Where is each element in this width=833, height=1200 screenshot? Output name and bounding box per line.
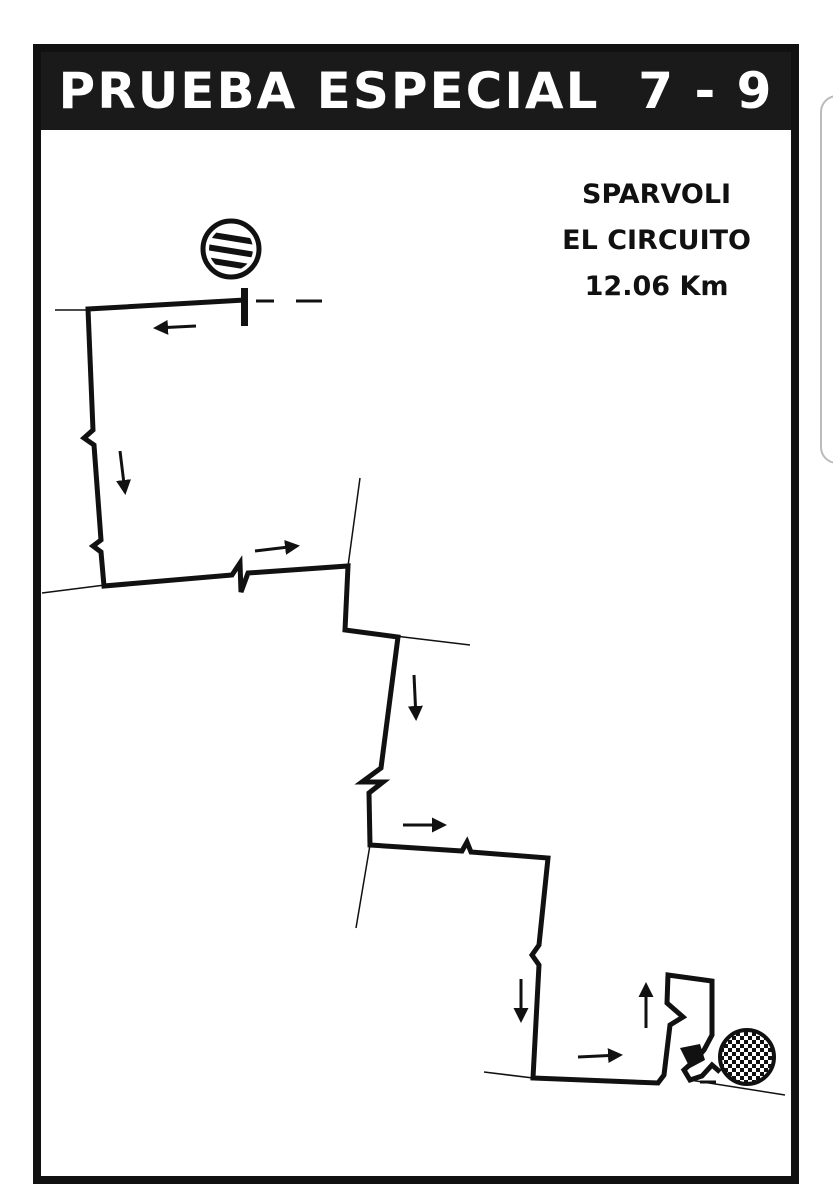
side-road <box>394 635 471 646</box>
stage-route <box>79 297 715 1086</box>
arrow-icon <box>153 319 197 335</box>
side-road <box>355 844 371 929</box>
finish-marker <box>680 1044 705 1068</box>
side-road <box>347 477 361 567</box>
stage-location: SPARVOLI <box>582 179 732 210</box>
arrow-icon <box>254 539 300 555</box>
page-title: PRUEBA ESPECIAL 7 - 9 <box>41 52 791 130</box>
checkered-flag-icon <box>718 1028 776 1086</box>
finish-loop <box>680 1058 722 1084</box>
stage-name: EL CIRCUITO <box>562 225 751 256</box>
arrow-icon <box>407 674 423 721</box>
arrow-icon <box>116 450 131 495</box>
start-control-icon <box>200 218 262 280</box>
side-road <box>41 584 106 594</box>
direction-arrows <box>116 319 654 1064</box>
stage-distance: 12.06 Km <box>584 271 729 302</box>
arrow-icon <box>577 1048 623 1064</box>
stage-map-frame: PRUEBA ESPECIAL 7 - 9 SPARVOLI EL CIRCUI… <box>33 44 799 1184</box>
side-road <box>483 1071 534 1079</box>
start-line <box>241 288 248 326</box>
stage-info: SPARVOLI EL CIRCUITO 12.06 Km <box>562 172 751 310</box>
